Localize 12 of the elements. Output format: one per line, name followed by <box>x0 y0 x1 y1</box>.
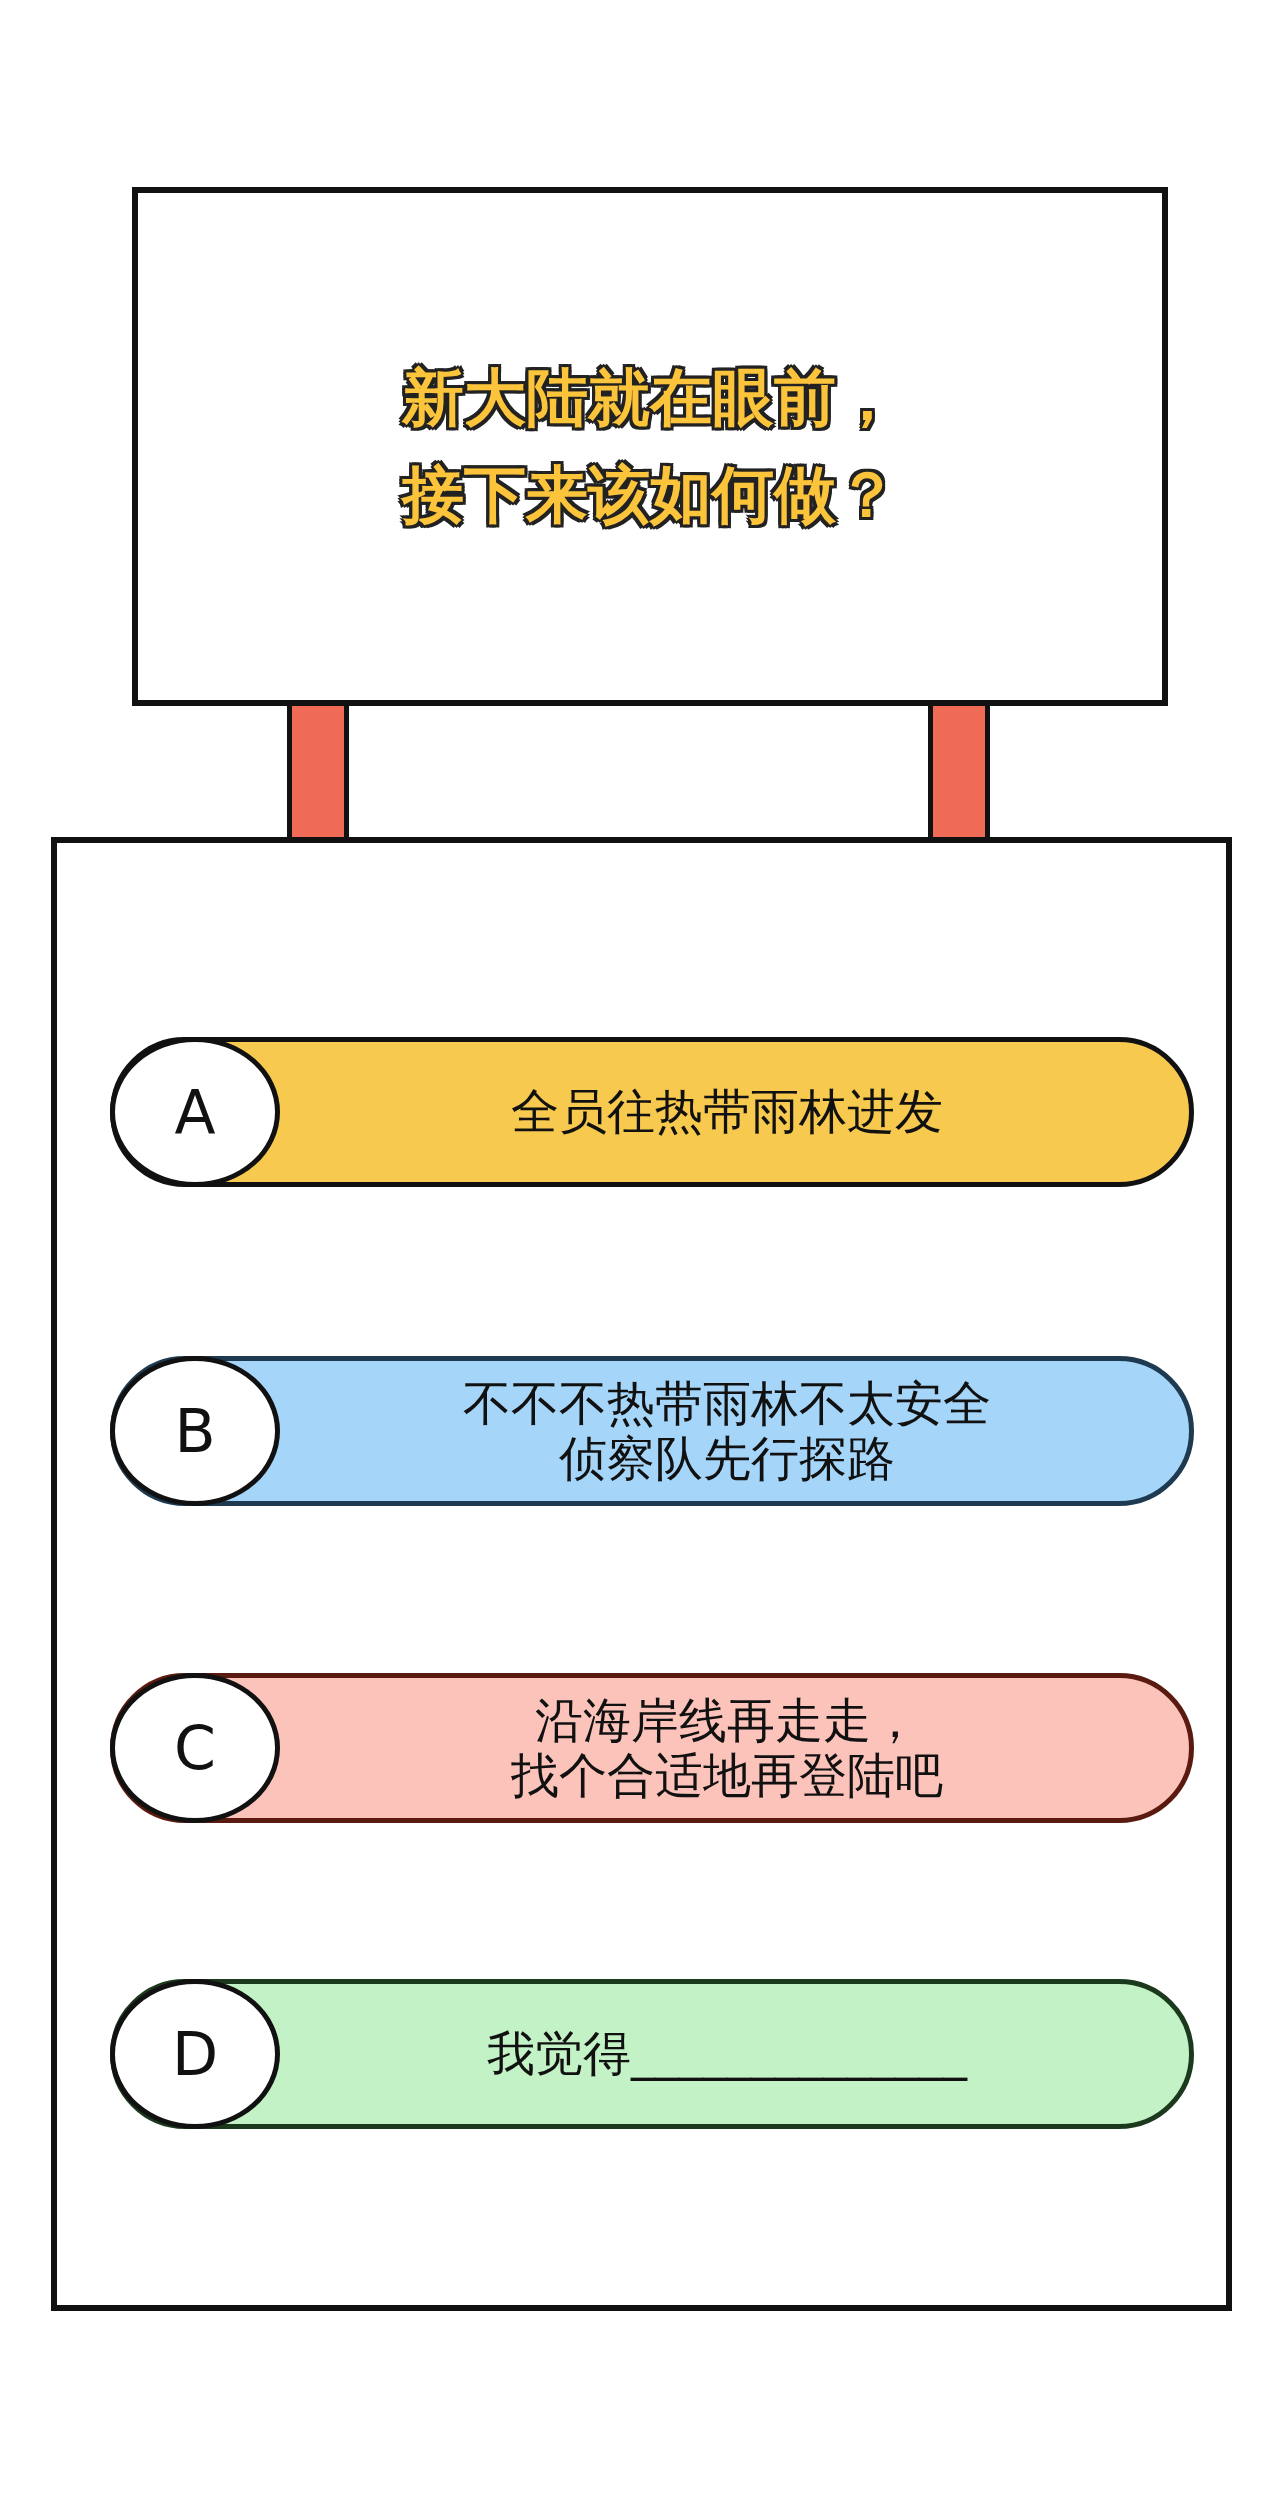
sign-post <box>287 706 349 837</box>
option-text: 不不不热带雨林不太安全侦察队先行探路 <box>462 1375 992 1487</box>
sign-post <box>928 706 990 837</box>
sign-board <box>132 187 1168 706</box>
option-letter: B <box>110 1356 280 1506</box>
options-panel <box>51 837 1232 2311</box>
title-text: 新大陆就在眼前，接下来该如何做？ <box>399 360 899 533</box>
option-text: 沿海岸线再走走，找个合适地再登陆吧 <box>510 1692 944 1804</box>
option-letter: D <box>110 1979 280 2129</box>
option-letter: C <box>110 1673 280 1823</box>
option-text: 全员往热带雨林进发 <box>510 1084 944 1140</box>
option-text: 我觉得______________ <box>486 2026 969 2082</box>
